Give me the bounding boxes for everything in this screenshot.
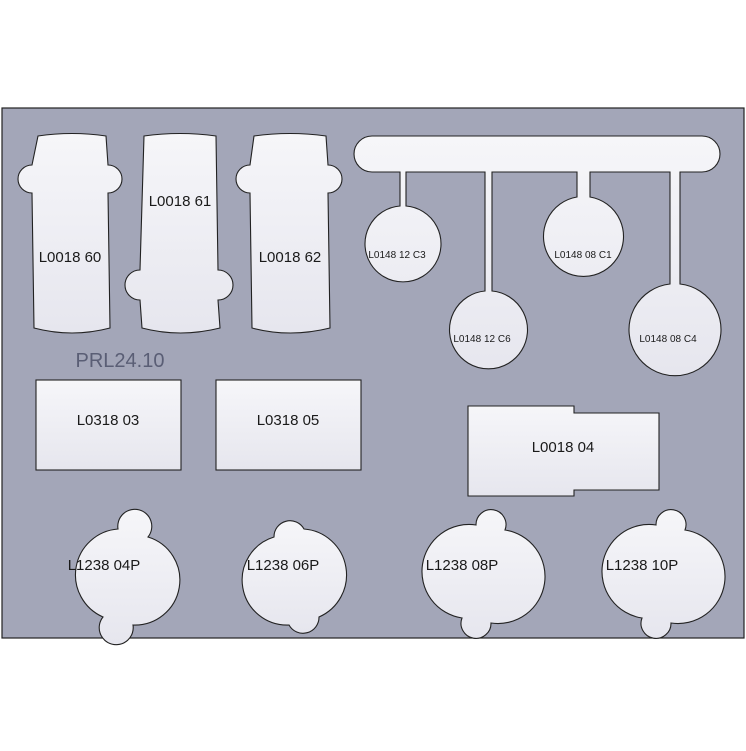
label-lobe-06p: L1238 06P — [247, 557, 320, 574]
label-cap-60: L0018 60 — [39, 249, 102, 266]
label-tag-c1: L0148 08 C1 — [554, 250, 612, 261]
label-rect-05: L0318 05 — [257, 412, 320, 429]
cutout-tag-tree — [353, 135, 722, 377]
cutout-plate-04 — [467, 405, 660, 497]
cutout-cap-61 — [124, 132, 234, 334]
cutout-lobe-08p — [421, 509, 546, 639]
cutout-rect-03 — [35, 379, 182, 471]
label-tag-c3: L0148 12 C3 — [368, 250, 426, 261]
label-lobe-10p: L1238 10P — [606, 557, 679, 574]
cutout-cap-60 — [17, 132, 123, 334]
cutout-cap-62 — [235, 132, 343, 334]
cutout-rect-05 — [215, 379, 362, 471]
cutout-lobe-04p — [74, 508, 181, 646]
label-cap-62: L0018 62 — [259, 249, 322, 266]
label-tag-c4: L0148 08 C4 — [639, 334, 697, 345]
label-tag-c6: L0148 12 C6 — [453, 334, 511, 345]
label-cap-61: L0018 61 — [149, 193, 212, 210]
cutout-lobe-10p — [601, 509, 726, 639]
label-lobe-04p: L1238 04P — [68, 557, 141, 574]
label-lobe-08p: L1238 08P — [426, 557, 499, 574]
board-title: PRL24.10 — [76, 350, 165, 372]
label-plate-04: L0018 04 — [532, 439, 595, 456]
cutout-lobe-06p — [241, 520, 348, 634]
label-rect-03: L0318 03 — [77, 412, 140, 429]
